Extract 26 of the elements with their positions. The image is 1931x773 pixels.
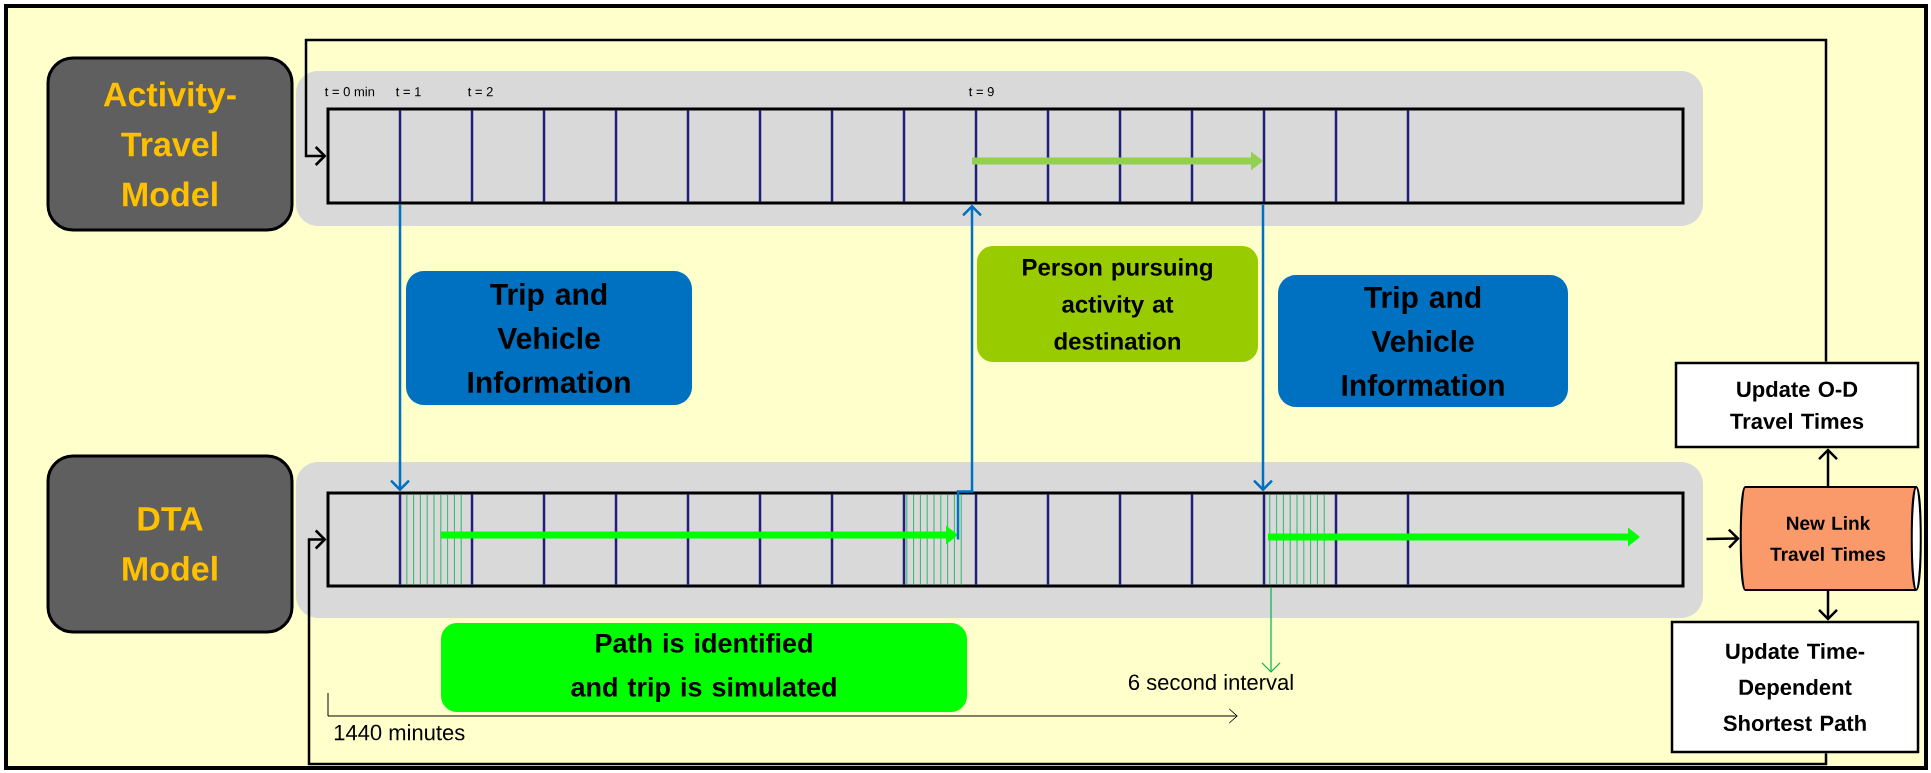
update-box: Update O-D Travel Times xyxy=(1674,361,1920,449)
connector-arrow xyxy=(1706,528,1740,549)
info-box: Trip and Vehicle Information xyxy=(1278,275,1568,407)
model-box: Activity-Travel Model xyxy=(46,56,294,232)
connector-arrow xyxy=(390,204,410,492)
path-box: Path is identified and trip is simulated xyxy=(441,623,967,712)
update-box: Update Time-Dependent Shortest Path xyxy=(1670,620,1920,754)
time-label: t = 2 xyxy=(467,87,493,97)
cylinder: New Link Travel Times xyxy=(1739,486,1922,591)
connector-arrow xyxy=(307,529,1828,766)
timeline-bar xyxy=(326,107,1685,205)
time-label: t = 0 min xyxy=(324,86,375,97)
time-label: t = 1 xyxy=(395,87,421,97)
connector-arrow xyxy=(1261,586,1281,673)
time-label: t = 9 xyxy=(968,87,994,97)
connector-arrow xyxy=(1253,204,1273,492)
activity-box: Person pursuing activity at destination xyxy=(977,246,1258,362)
connector-arrow xyxy=(1818,448,1838,486)
model-box: DTA Model xyxy=(46,454,294,634)
info-box: Trip and Vehicle Information xyxy=(406,271,692,405)
duration-label: 1440 minutes xyxy=(334,724,465,741)
connector-arrow xyxy=(304,38,1828,362)
connector-arrow xyxy=(956,204,982,540)
interval-label: 6 second interval xyxy=(1128,673,1293,691)
connector-arrow xyxy=(1818,591,1838,621)
timeline-bar xyxy=(326,491,1685,588)
